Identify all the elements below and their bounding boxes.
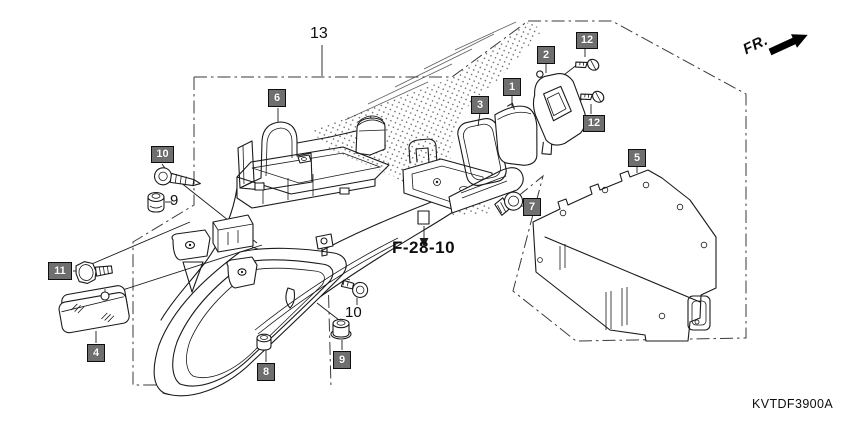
callout-label-10: 10 <box>345 304 362 321</box>
callout-badge-1[interactable]: 1 <box>503 78 521 96</box>
callout-badge-12a[interactable]: 12 <box>576 32 598 49</box>
screw-10-upper <box>153 167 201 187</box>
callout-badge-3[interactable]: 3 <box>471 96 489 114</box>
callout-label-9: 9 <box>170 192 179 209</box>
grommet-8 <box>256 333 272 351</box>
shading-stipple <box>310 21 542 216</box>
callout-badge-4[interactable]: 4 <box>87 344 105 362</box>
callout-badge-5[interactable]: 5 <box>628 149 646 167</box>
callout-badge-11[interactable]: 11 <box>48 262 72 280</box>
part-2-housing <box>532 70 587 155</box>
callout-badge-8[interactable]: 8 <box>257 363 275 381</box>
front-direction-arrow-icon <box>768 34 808 56</box>
part-rear-fender <box>153 187 454 397</box>
screw-10-lower <box>340 279 369 299</box>
fasteners <box>75 58 605 351</box>
reference-label-f-28-10[interactable]: F-28-10 <box>392 238 456 257</box>
part-6-inner-fender <box>236 115 524 214</box>
arrow-down-icon <box>419 238 429 247</box>
callout-badge-12b[interactable]: 12 <box>583 115 605 132</box>
bolt-7 <box>494 191 524 216</box>
grommet-9-lower <box>330 318 352 340</box>
screw-12-lower <box>580 90 605 103</box>
drawing-code: KVTDF3900A <box>752 397 834 411</box>
callout-badge-10[interactable]: 10 <box>151 146 174 163</box>
grommet-9-upper <box>147 191 165 213</box>
bolt-11 <box>75 261 113 284</box>
callout-badge-6[interactable]: 6 <box>268 89 286 107</box>
screw-12-upper <box>575 58 600 71</box>
callout-badge-2[interactable]: 2 <box>537 46 555 64</box>
part-4-reflector <box>58 285 130 334</box>
part-5-bracket <box>532 169 717 342</box>
part-1-reflex-lens <box>494 102 538 166</box>
callout-label-13: 13 <box>310 25 328 42</box>
callout-badge-7[interactable]: 7 <box>523 198 541 216</box>
callout-badge-9[interactable]: 9 <box>333 351 351 369</box>
